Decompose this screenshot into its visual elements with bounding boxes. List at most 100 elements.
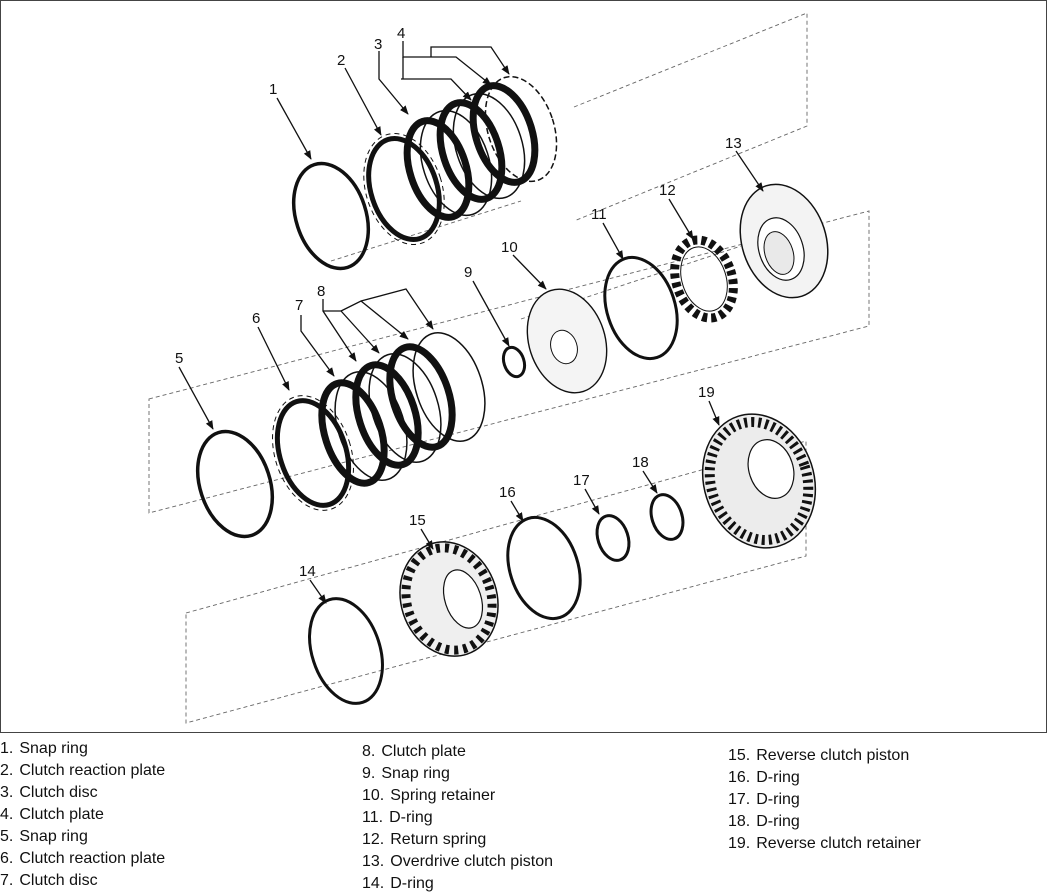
parts-legend: 1. Snap ring 2. Clutch reaction plate 3. Cl… (0, 738, 1050, 892)
legend-item: 17. D-ring (728, 789, 921, 811)
callout-17: 17 (573, 472, 590, 489)
part-15-reverse-clutch-piston (399, 541, 499, 657)
legend-number: 16. (728, 769, 751, 786)
callout-15: 15 (409, 512, 426, 529)
legend-label: Clutch reaction plate (19, 850, 166, 867)
callout-18: 18 (632, 454, 649, 471)
legend-item: 6. Clutch reaction plate (0, 848, 165, 870)
legend-column-1: 1. Snap ring 2. Clutch reaction plate 3. Cl… (0, 738, 165, 892)
callout-4: 4 (397, 25, 405, 42)
legend-label: Clutch plate (381, 743, 466, 760)
part-10-spring-retainer (526, 288, 608, 394)
diagram-frame: 1 2 3 4 5 6 7 8 9 10 11 12 13 14 15 16 1… (0, 0, 1047, 733)
part-14-d-ring (308, 597, 384, 705)
legend-number: 13. (362, 853, 385, 870)
part-13-overdrive-clutch-piston (739, 183, 829, 299)
legend-label: D-ring (390, 875, 434, 892)
part-6-clutch-reaction-plate (272, 395, 354, 511)
exploded-view-diagram: 1 2 3 4 5 6 7 8 9 10 11 12 13 14 15 16 1… (148, 12, 870, 724)
legend-number: 12. (362, 831, 385, 848)
legend-item: 9. Snap ring (362, 763, 553, 785)
legend-label: Snap ring (381, 765, 450, 782)
legend-number: 4. (0, 806, 14, 823)
callout-14: 14 (299, 563, 316, 580)
legend-item: 15. Reverse clutch piston (728, 745, 921, 767)
legend-item: 10. Spring retainer (362, 785, 553, 807)
callout-19: 19 (698, 384, 715, 401)
part-17-d-ring (595, 514, 631, 562)
part-9-snap-ring (501, 345, 527, 379)
legend-label: Clutch reaction plate (19, 762, 166, 779)
part-5-snap-ring (196, 429, 274, 539)
part-16-d-ring (506, 515, 582, 621)
legend-label: Spring retainer (390, 787, 496, 804)
legend-number: 1. (0, 740, 14, 757)
legend-number: 5. (0, 828, 14, 845)
legend-number: 3. (0, 784, 14, 801)
legend-label: Clutch plate (19, 806, 104, 823)
legend-label: Clutch disc (19, 784, 98, 801)
legend-label: Snap ring (19, 828, 88, 845)
callout-5: 5 (175, 350, 183, 367)
legend-column-2: 8. Clutch plate 9. Snap ring 10. Spring ret… (362, 741, 553, 895)
legend-label: D-ring (756, 813, 800, 830)
part-19-reverse-clutch-retainer (701, 413, 817, 549)
legend-number: 15. (728, 747, 751, 764)
callout-1: 1 (269, 81, 277, 98)
legend-item: 11. D-ring (362, 807, 553, 829)
legend-item: 7. Clutch disc (0, 870, 165, 892)
legend-number: 11. (362, 809, 384, 826)
legend-label: D-ring (756, 791, 800, 808)
callout-2: 2 (337, 52, 345, 69)
assembly-guide-lines (148, 12, 870, 724)
legend-number: 9. (362, 765, 376, 782)
legend-number: 8. (362, 743, 376, 760)
callout-7: 7 (295, 297, 303, 314)
legend-label: Clutch disc (19, 872, 98, 889)
callout-8: 8 (317, 283, 325, 300)
callout-10: 10 (501, 239, 518, 256)
legend-column-3: 15. Reverse clutch piston 16. D-ring 17. D-… (728, 745, 921, 855)
legend-item: 12. Return spring (362, 829, 553, 851)
legend-item: 16. D-ring (728, 767, 921, 789)
legend-item: 18. D-ring (728, 811, 921, 833)
legend-label: Reverse clutch piston (756, 747, 910, 764)
callout-16: 16 (499, 484, 516, 501)
legend-number: 6. (0, 850, 14, 867)
legend-label: D-ring (389, 809, 433, 826)
part-1-snap-ring (292, 161, 370, 271)
callout-12: 12 (659, 182, 676, 199)
legend-item: 19. Reverse clutch retainer (728, 833, 921, 855)
legend-item: 8. Clutch plate (362, 741, 553, 763)
legend-number: 19. (728, 835, 751, 852)
part-18-d-ring (649, 493, 685, 541)
callout-3: 3 (374, 36, 382, 53)
legend-label: Snap ring (19, 740, 88, 757)
legend-item: 14. D-ring (362, 873, 553, 895)
legend-number: 10. (362, 787, 385, 804)
callout-13: 13 (725, 135, 742, 152)
legend-item: 3. Clutch disc (0, 782, 165, 804)
legend-number: 18. (728, 813, 751, 830)
legend-item: 4. Clutch plate (0, 804, 165, 826)
callout-11: 11 (591, 206, 607, 223)
legend-number: 7. (0, 872, 14, 889)
legend-label: Overdrive clutch piston (390, 853, 553, 870)
legend-number: 14. (362, 875, 385, 892)
legend-item: 13. Overdrive clutch piston (362, 851, 553, 873)
legend-label: D-ring (756, 769, 800, 786)
legend-label: Reverse clutch retainer (756, 835, 921, 852)
callout-6: 6 (252, 310, 260, 327)
part-12-return-spring (670, 235, 738, 323)
legend-item: 1. Snap ring (0, 738, 165, 760)
legend-item: 2. Clutch reaction plate (0, 760, 165, 782)
legend-number: 17. (728, 791, 751, 808)
leader-lines (178, 41, 764, 604)
upper-clutch-pack (403, 75, 558, 221)
part-11-d-ring (603, 255, 679, 361)
callout-numbers: 1 2 3 4 5 6 7 8 9 10 11 12 13 14 15 16 1… (175, 25, 742, 580)
lower-clutch-pack (318, 332, 486, 487)
legend-item: 5. Snap ring (0, 826, 165, 848)
legend-label: Return spring (390, 831, 487, 848)
legend-number: 2. (0, 762, 14, 779)
